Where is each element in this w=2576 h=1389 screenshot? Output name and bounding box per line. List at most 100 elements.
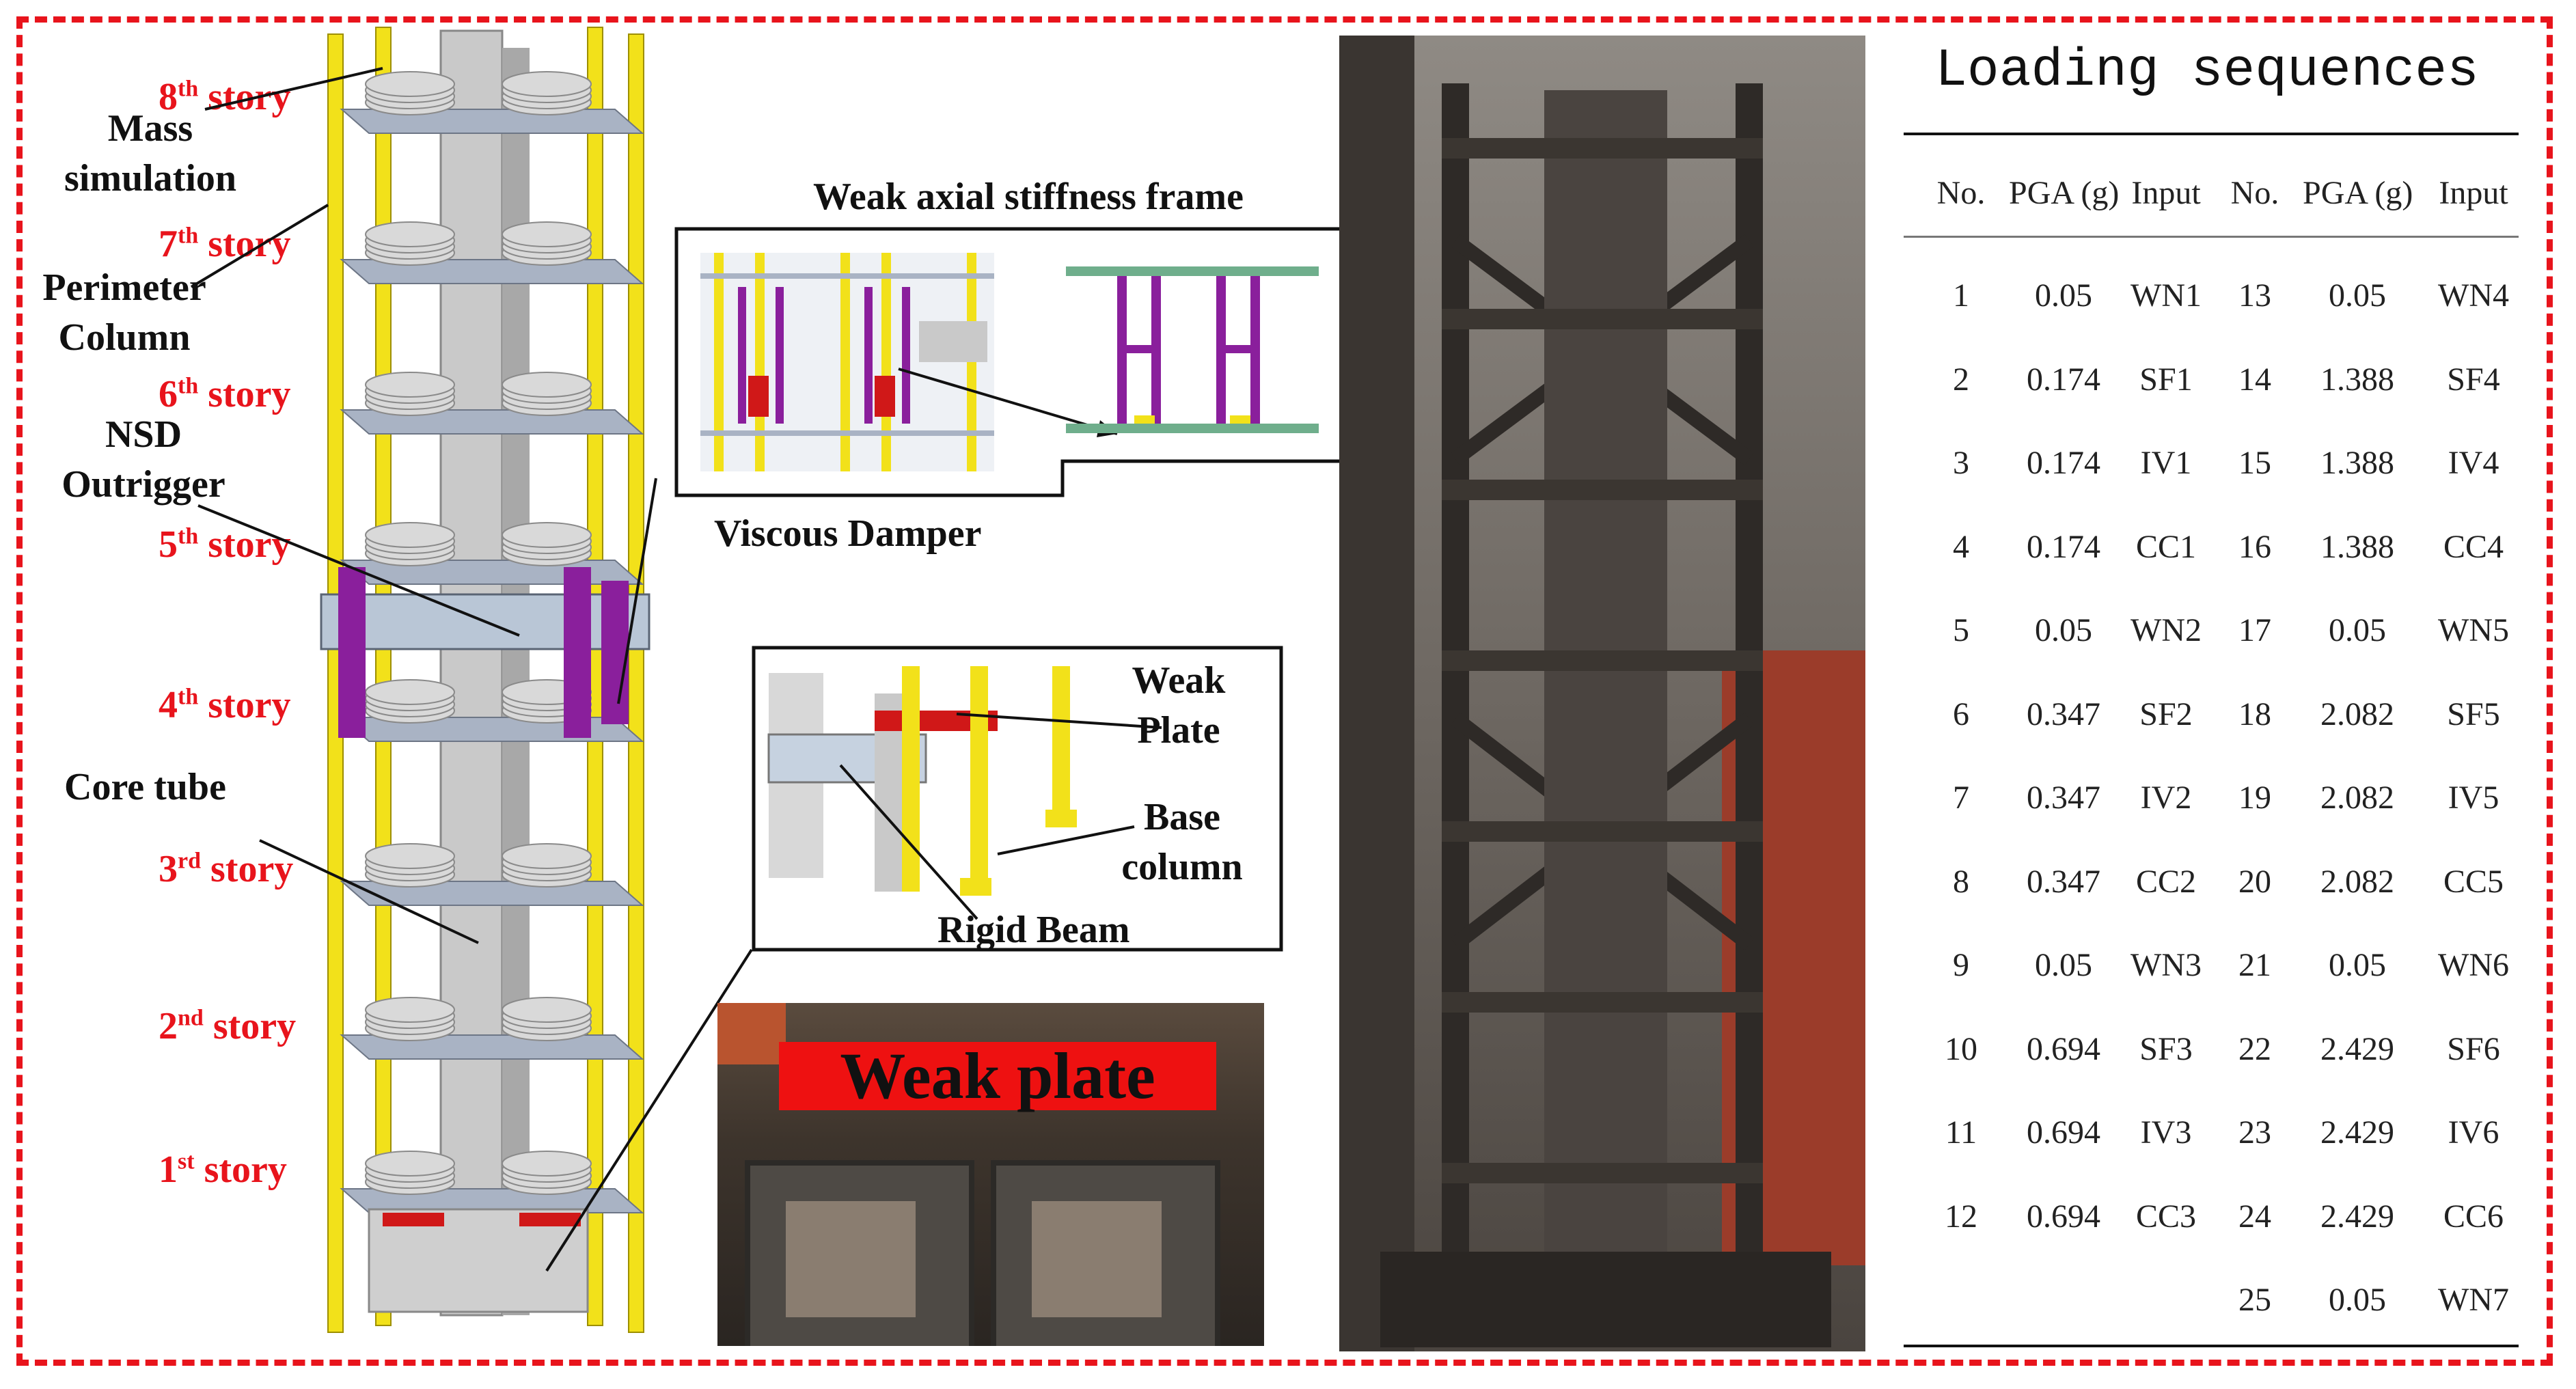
table-cell: WN4 <box>2438 277 2509 314</box>
table-cell: IV2 <box>2140 780 2192 816</box>
weak-plate-detail-box <box>752 646 1283 952</box>
table-cell: 11 <box>1945 1114 1977 1151</box>
table-cell: 20 <box>2238 863 2271 900</box>
table-cell: 9 <box>1953 947 1969 983</box>
table-cell: CC4 <box>2443 528 2504 565</box>
table-cell: IV4 <box>2448 445 2499 481</box>
table-cell: 0.694 <box>2027 1030 2100 1067</box>
table-cell: WN7 <box>2438 1282 2509 1318</box>
table-cell: IV5 <box>2448 780 2499 816</box>
table-cell: 18 <box>2238 696 2271 732</box>
table-cell: 21 <box>2238 947 2271 983</box>
table-header-cell: No. <box>1936 175 1986 211</box>
weak-axial-frame-box <box>674 227 1345 497</box>
table-cell: SF5 <box>2447 696 2500 732</box>
table-cell: 3 <box>1953 445 1969 481</box>
table-cell: 10 <box>1945 1030 1977 1067</box>
table-cell: 0.05 <box>2329 947 2386 983</box>
table-cell: 0.05 <box>2035 947 2092 983</box>
table-cell: 0.694 <box>2027 1114 2100 1151</box>
dashed-border <box>16 16 2553 1366</box>
table-cell: 1 <box>1953 277 1969 314</box>
table-cell: CC1 <box>2135 528 2197 565</box>
table-cell: 8 <box>1953 863 1969 900</box>
table-cell: WN5 <box>2438 612 2509 648</box>
table-cell: 0.174 <box>2027 361 2100 398</box>
table-cell: 12 <box>1945 1198 1977 1235</box>
table-cell: 6 <box>1953 696 1969 732</box>
table-cell: WN2 <box>2130 612 2202 648</box>
table-cell: 14 <box>2238 361 2271 398</box>
table-cell: 0.347 <box>2027 863 2100 900</box>
table-cell: 0.05 <box>2035 612 2092 648</box>
table-cell: 24 <box>2238 1198 2271 1235</box>
table-cell: 2.429 <box>2320 1198 2394 1235</box>
table-header-cell: Input <box>2131 175 2201 211</box>
test-specimen-photo <box>1339 36 1865 1351</box>
table-cell: SF6 <box>2447 1030 2500 1067</box>
weak-plate-photo-banner: Weak plate <box>779 1042 1216 1110</box>
table-cell: CC5 <box>2443 863 2504 900</box>
table-cell: 17 <box>2238 612 2271 648</box>
table-cell: 0.347 <box>2027 780 2100 816</box>
table-cell: WN3 <box>2130 947 2202 983</box>
table-cell: SF1 <box>2139 361 2193 398</box>
table-cell: 16 <box>2238 528 2271 565</box>
table-header-cell: Input <box>2439 175 2508 211</box>
table-cell: 0.174 <box>2027 528 2100 565</box>
table-cell: SF4 <box>2447 361 2500 398</box>
table-head-rule <box>1904 236 2519 238</box>
viscous-damper-label: Viscous Damper <box>714 512 982 555</box>
table-bottom-rule <box>1904 1345 2519 1347</box>
table-cell: 13 <box>2238 277 2271 314</box>
table-cell: WN6 <box>2438 947 2509 983</box>
table-cell: 0.05 <box>2035 277 2092 314</box>
table-cell: IV3 <box>2140 1114 2192 1151</box>
core-tube-label: Core tube <box>64 766 226 808</box>
table-cell: 19 <box>2238 780 2271 816</box>
table-cell: 2.082 <box>2320 696 2394 732</box>
table-cell: CC3 <box>2135 1198 2197 1235</box>
table-cell: SF2 <box>2139 696 2193 732</box>
table-header-cell: PGA (g) <box>2303 175 2413 211</box>
table-cell: 15 <box>2238 445 2271 481</box>
table-header-cell: PGA (g) <box>2009 175 2120 211</box>
table-cell: 2.082 <box>2320 780 2394 816</box>
table-cell: 0.05 <box>2329 277 2386 314</box>
table-cell: SF3 <box>2139 1030 2193 1067</box>
table-cell: IV1 <box>2140 445 2192 481</box>
table-cell: CC2 <box>2135 863 2197 900</box>
rigid-beam-label: Rigid Beam <box>937 909 1130 951</box>
table-cell: IV6 <box>2448 1114 2499 1151</box>
table-cell: CC6 <box>2443 1198 2504 1235</box>
table-cell: 7 <box>1953 780 1969 816</box>
table-cell: 2.429 <box>2320 1030 2394 1067</box>
table-cell: 22 <box>2238 1030 2271 1067</box>
table-cell: 5 <box>1953 612 1969 648</box>
table-cell: 1.388 <box>2320 361 2394 398</box>
table-cell: 0.694 <box>2027 1198 2100 1235</box>
table-header-cell: No. <box>2230 175 2279 211</box>
weak-axial-frame-label: Weak axial stiffness frame <box>813 176 1244 218</box>
table-title: Loading sequences <box>1935 41 2479 101</box>
table-cell: 2 <box>1953 361 1969 398</box>
table-top-rule <box>1904 133 2519 135</box>
structure-model-3d <box>320 27 650 1333</box>
table-cell: 4 <box>1953 528 1969 565</box>
table-cell: 0.05 <box>2329 1282 2386 1318</box>
table-cell: 0.174 <box>2027 445 2100 481</box>
table-cell: 0.05 <box>2329 612 2386 648</box>
table-cell: 2.082 <box>2320 863 2394 900</box>
table-cell: 1.388 <box>2320 528 2394 565</box>
